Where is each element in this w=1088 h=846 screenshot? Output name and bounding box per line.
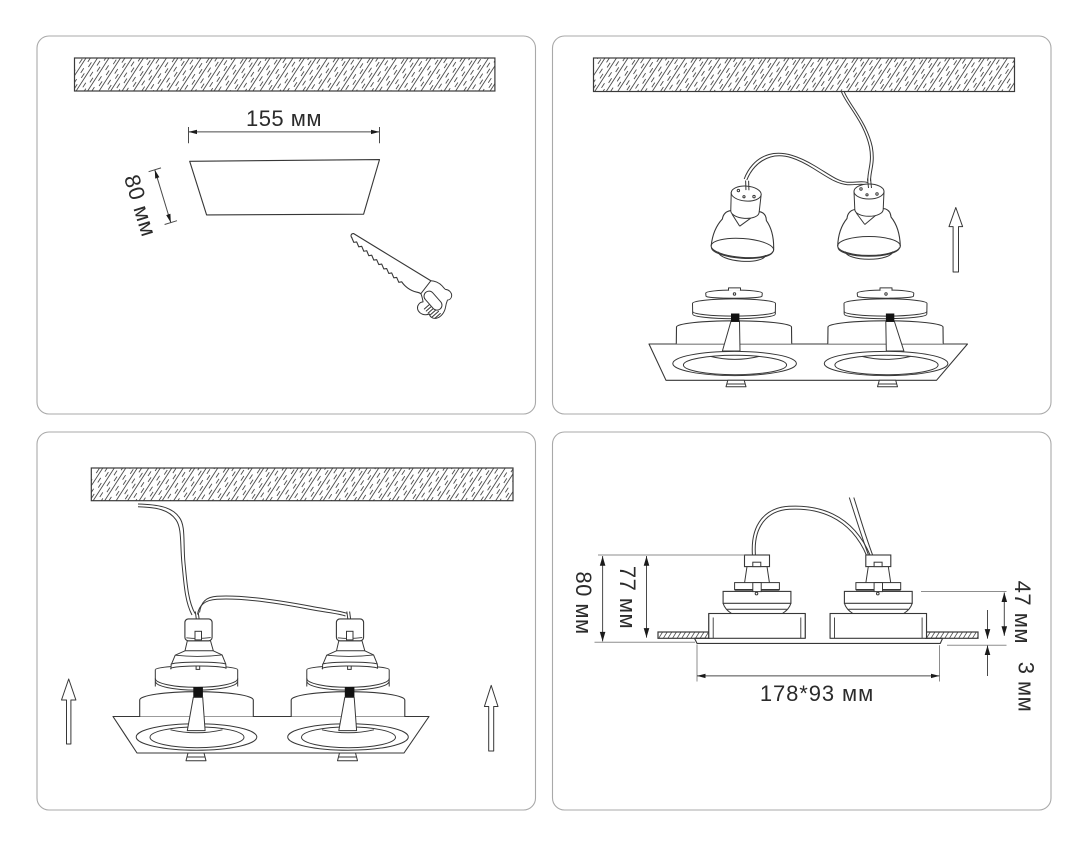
svg-text:80 мм: 80 мм [571,571,596,634]
svg-text:178*93 мм: 178*93 мм [760,681,874,706]
svg-text:155 мм: 155 мм [246,106,322,131]
svg-text:77 мм: 77 мм [615,566,640,629]
svg-text:47 мм: 47 мм [1010,581,1035,644]
svg-text:3 мм: 3 мм [1013,662,1038,713]
